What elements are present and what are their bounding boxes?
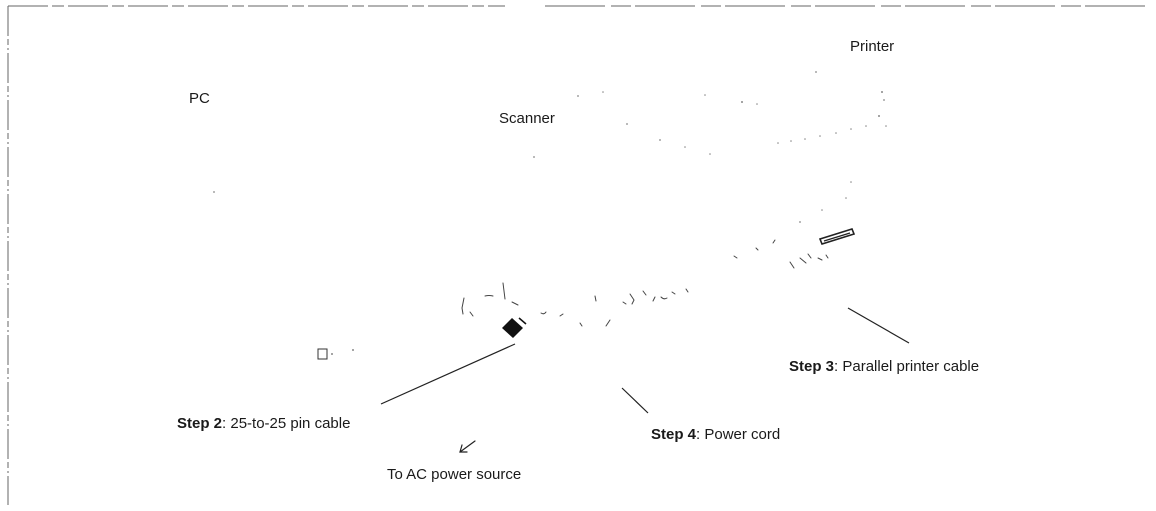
step2-text: : 25-to-25 pin cable <box>222 415 351 432</box>
step2-label: Step 2: 25-to-25 pin cable <box>177 415 350 433</box>
port-square-icon <box>317 348 328 360</box>
ac-arrow-icon <box>459 440 476 453</box>
pc-device-trace <box>213 191 354 355</box>
ac-power-label: To AC power source <box>387 466 522 483</box>
page-frame <box>7 5 1148 505</box>
scanner-device-trace <box>533 91 758 158</box>
step4-text: : Power cord <box>696 426 781 443</box>
cable-traces <box>461 239 829 327</box>
leader-line-step4 <box>621 387 649 414</box>
power-connector-icon <box>502 317 527 338</box>
pc-label: PC <box>189 90 210 107</box>
step3-step: Step 3 <box>789 358 835 375</box>
step3-text: : Parallel printer cable <box>834 358 980 375</box>
printer-label: Printer <box>850 38 895 55</box>
printer-device-trace <box>777 71 887 223</box>
step4-step: Step 4 <box>651 426 697 443</box>
step2-step: Step 2 <box>177 415 223 432</box>
scanner-label: Scanner <box>499 110 555 127</box>
leader-line-step3 <box>847 307 910 344</box>
step3-label: Step 3: Parallel printer cable <box>789 358 979 376</box>
parallel-connector-icon <box>818 228 856 245</box>
leader-line-step2 <box>380 343 516 405</box>
step4-label: Step 4: Power cord <box>651 426 780 444</box>
